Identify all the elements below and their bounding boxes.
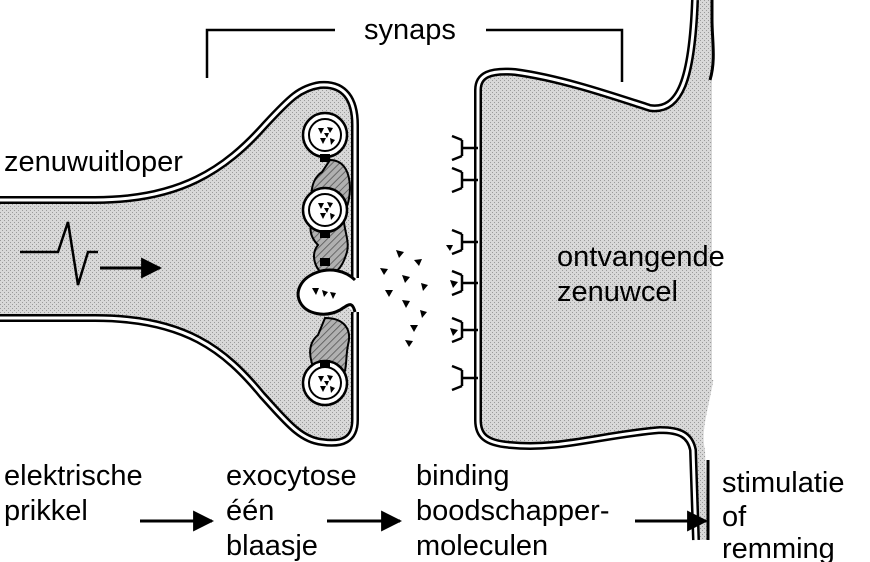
- synapse-label: synaps: [364, 14, 456, 46]
- process-step: stimulatie of remming: [722, 467, 845, 562]
- step-line: boodschapper-: [416, 495, 609, 527]
- synaptic-vesicle: [303, 113, 347, 157]
- bound-molecules: [446, 245, 458, 336]
- step-line: moleculen: [416, 530, 548, 562]
- process-step: binding boodschapper- moleculen: [416, 460, 609, 562]
- step-line: binding: [416, 460, 510, 492]
- process-step: exocytose één blaasje: [226, 460, 357, 562]
- neurotransmitter-molecules: [380, 250, 428, 347]
- presynaptic-terminal: [0, 85, 355, 443]
- step-line: elektrische: [4, 460, 143, 492]
- step-line: één: [226, 495, 274, 527]
- step-line: blaasje: [226, 530, 318, 562]
- step-line: stimulatie: [722, 467, 845, 499]
- synaptic-vesicle: [303, 188, 347, 232]
- receiving-cell-label-line1: ontvangende: [557, 241, 725, 273]
- step-line: remming: [722, 533, 835, 562]
- step-line: of: [722, 501, 747, 533]
- step-line: prikkel: [4, 495, 88, 527]
- fusing-vesicle: [298, 270, 355, 314]
- step-line: exocytose: [226, 460, 357, 492]
- receiving-cell-label-line2: zenuwcel: [557, 276, 678, 308]
- process-step: elektrische prikkel: [4, 460, 143, 527]
- axon-label: zenuwuitloper: [4, 146, 183, 178]
